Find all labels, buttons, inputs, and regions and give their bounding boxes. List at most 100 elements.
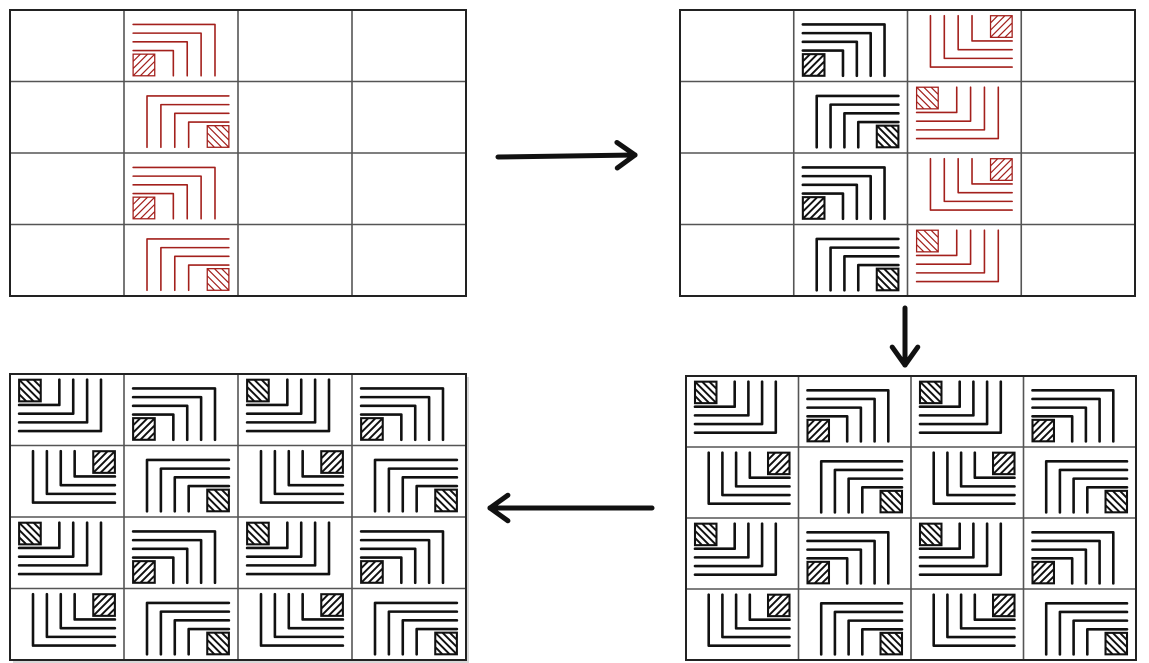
hatch-block <box>991 16 1013 38</box>
hatch-line <box>148 69 155 76</box>
hatch-block <box>993 595 1014 616</box>
hatch-line <box>891 269 898 276</box>
tile <box>803 167 885 218</box>
tile-bg <box>124 374 238 446</box>
hatch-line <box>884 269 898 283</box>
hatch-line <box>222 126 229 133</box>
hatch-block <box>247 523 269 545</box>
tile <box>930 16 1012 67</box>
hatch-block <box>361 561 383 583</box>
hatch-line <box>998 166 1012 180</box>
bracket-line <box>133 42 187 76</box>
hatch-block <box>133 54 155 76</box>
tile-bg <box>238 589 352 661</box>
hatch-line <box>803 197 810 204</box>
hatch-block <box>207 269 229 291</box>
hatch-line <box>931 87 938 94</box>
panel-step-4 <box>10 374 469 663</box>
hatch-line <box>877 140 884 147</box>
hatch-block <box>993 453 1014 474</box>
bracket-line <box>958 16 1012 50</box>
hatch-block <box>808 420 829 441</box>
hatch-block <box>917 87 939 109</box>
hatch-line <box>810 61 824 75</box>
tile-bg <box>799 376 912 447</box>
hatch-block <box>920 382 941 403</box>
tile <box>817 239 899 290</box>
hatch-line <box>148 212 155 219</box>
bracket-line <box>958 159 1012 193</box>
tile-bg <box>686 518 799 589</box>
hatch-block <box>207 126 229 148</box>
hatch-block <box>920 524 941 545</box>
hatch-block <box>695 524 716 545</box>
hatch-line <box>140 61 154 75</box>
tile-bg <box>1024 518 1137 589</box>
hatch-block <box>803 197 825 219</box>
hatch-line <box>924 230 938 244</box>
hatch-line <box>931 230 938 237</box>
panel-step-3 <box>686 376 1136 660</box>
tile-bg <box>686 589 799 660</box>
tile-bg <box>124 446 238 518</box>
arrow-left-icon <box>490 495 652 521</box>
hatch-line <box>140 204 154 218</box>
bracket-line <box>803 185 857 219</box>
tile-bg <box>238 374 352 446</box>
hatch-block <box>19 523 41 545</box>
hatch-block <box>435 490 457 512</box>
hatch-block <box>991 159 1013 181</box>
hatch-line <box>133 197 147 211</box>
hatch-block <box>207 633 229 655</box>
hatch-line <box>917 237 931 251</box>
hatch-block <box>917 230 939 252</box>
hatch-line <box>222 269 229 276</box>
tile <box>817 96 899 147</box>
hatch-block <box>133 561 155 583</box>
hatch-line <box>803 197 817 211</box>
hatch-block <box>435 633 457 655</box>
arrow-right-icon <box>498 142 635 168</box>
hatch-line <box>817 69 824 76</box>
hatch-block <box>207 490 229 512</box>
bracket-line <box>844 113 898 147</box>
hatch-block <box>361 418 383 440</box>
tile-bg <box>799 589 912 660</box>
tile-bg <box>352 446 466 518</box>
hatch-line <box>207 283 214 290</box>
hatch-block <box>1033 562 1054 583</box>
bracket-line <box>175 113 229 147</box>
hatch-line <box>991 16 1005 30</box>
hatch-line <box>924 87 938 101</box>
hatch-line <box>991 159 998 166</box>
bracket-line <box>803 42 857 76</box>
hatch-block <box>768 453 789 474</box>
hatch-line <box>1005 173 1012 180</box>
hatch-line <box>877 283 884 290</box>
hatch-line <box>917 102 924 109</box>
hatch-line <box>991 16 998 23</box>
hatch-line <box>207 140 214 147</box>
tile-bg <box>352 374 466 446</box>
tile-bg <box>124 517 238 589</box>
tile-bg <box>799 447 912 518</box>
tile-bg <box>686 376 799 447</box>
bracket-line <box>175 256 229 290</box>
hatch-line <box>991 159 1005 173</box>
panel-step-2 <box>680 10 1135 296</box>
hatch-line <box>810 204 824 218</box>
hatch-line <box>207 133 221 147</box>
tile-bg <box>911 589 1024 660</box>
hatch-block <box>695 382 716 403</box>
arrow-shaft <box>498 155 635 157</box>
tile <box>147 239 229 290</box>
tile <box>917 230 999 281</box>
hatch-line <box>214 126 228 140</box>
hatch-line <box>891 126 898 133</box>
tile-bg <box>10 517 124 589</box>
tile <box>930 159 1012 210</box>
hatch-block <box>19 380 41 402</box>
hatch-line <box>803 54 810 61</box>
